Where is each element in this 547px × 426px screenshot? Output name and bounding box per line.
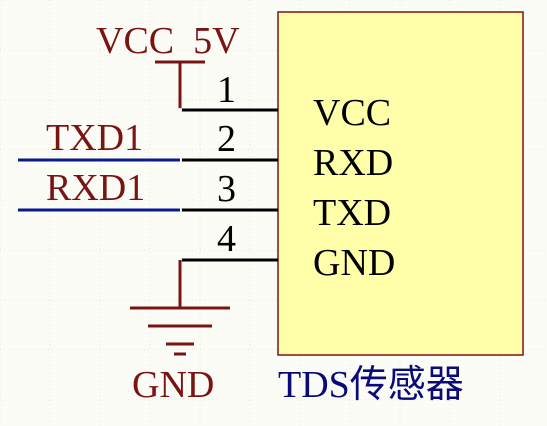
pin-2-number: 2	[217, 118, 236, 160]
gnd-power-label: GND	[132, 364, 214, 406]
net-label-txd1[interactable]: TXD1	[46, 117, 143, 159]
pin-3-name: TXD	[313, 192, 391, 234]
vcc-power-label: VCC 5V	[96, 20, 240, 62]
component-designator: TDS传感器	[278, 364, 464, 406]
gnd-power-symbol[interactable]	[130, 260, 230, 356]
pin-4-name: GND	[313, 242, 395, 284]
vcc-power-symbol[interactable]	[155, 60, 205, 110]
pin-1-name: VCC	[313, 92, 391, 134]
pin-3-number: 3	[217, 168, 236, 210]
net-label-rxd1[interactable]: RXD1	[46, 167, 145, 209]
pin-1-number: 1	[217, 69, 236, 111]
pin-2-name: RXD	[313, 142, 393, 184]
pin-4-number: 4	[217, 218, 236, 260]
sensor-component-body[interactable]	[277, 11, 524, 356]
pin-1-end-dot	[178, 108, 182, 112]
pin-end-dots	[178, 108, 182, 262]
